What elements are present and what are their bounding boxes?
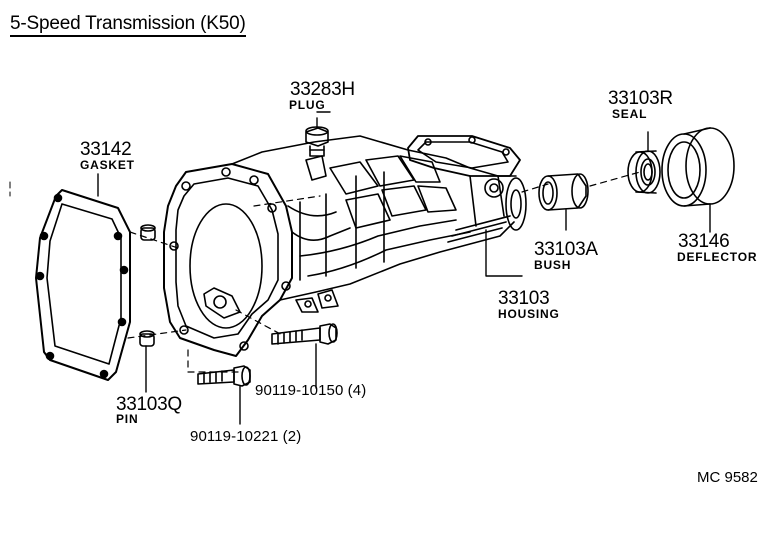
bush-drawing	[538, 173, 589, 231]
deflector-part-name: DEFLECTOR	[677, 250, 758, 264]
gasket-drawing	[35, 189, 131, 381]
bolt-short-drawing	[197, 365, 251, 425]
seal-part-name: SEAL	[612, 107, 648, 121]
pin-part-name: PIN	[116, 412, 139, 426]
housing-drawing	[163, 135, 527, 357]
deflector-drawing	[661, 127, 735, 233]
bolt-long-label: 90119-10150 (4)	[255, 382, 367, 399]
leader-lines	[97, 173, 523, 393]
pin-part-number: 33103Q	[116, 394, 182, 415]
gasket-part-name: GASKET	[80, 158, 135, 172]
plug-part-number: 33283H	[290, 79, 355, 100]
plug-part-name: PLUG	[289, 98, 326, 112]
housing-part-number: 33103	[498, 288, 550, 309]
seal-part-number: 33103R	[608, 88, 673, 109]
bolt-long-drawing	[271, 323, 338, 389]
diagram-code: MC 9582	[697, 469, 758, 486]
housing-part-name: HOUSING	[498, 307, 560, 321]
plug-drawing	[305, 111, 331, 157]
deflector-part-number: 33146	[678, 231, 730, 252]
bush-part-number: 33103A	[534, 239, 598, 260]
bolt-short-label: 90119-10221 (2)	[190, 428, 302, 445]
gasket-part-number: 33142	[80, 139, 132, 160]
diagram-title: 5-Speed Transmission (K50)	[10, 14, 246, 37]
seal-drawing	[627, 131, 661, 194]
pin-drawing	[139, 224, 156, 347]
bush-part-name: BUSH	[534, 258, 572, 272]
